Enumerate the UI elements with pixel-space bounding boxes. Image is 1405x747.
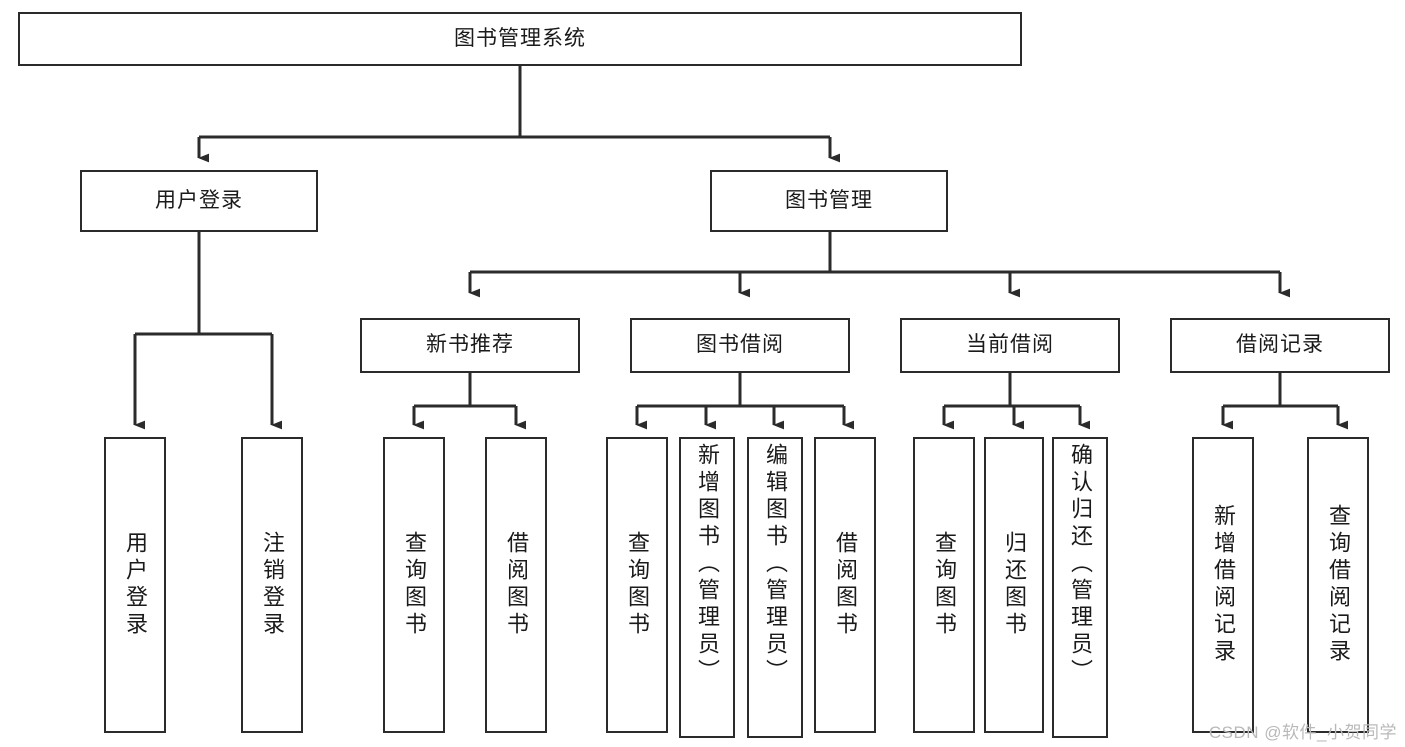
node-book-borrowing[interactable]: 图书借阅 — [630, 318, 850, 373]
node-label: 当前借阅 — [966, 333, 1054, 357]
node-label: 用户登录 — [155, 188, 243, 212]
node-label: 新增图书（管理员） — [695, 443, 720, 686]
leaf-confirm-return-admin[interactable]: 确认归还（管理员） — [1052, 437, 1108, 738]
node-label: 图书管理 — [785, 188, 873, 212]
node-label: 查询图书 — [932, 531, 957, 639]
node-book-management[interactable]: 图书管理 — [710, 170, 948, 232]
leaf-query-book-recommend[interactable]: 查询图书 — [383, 437, 445, 733]
node-label: 用户登录 — [123, 531, 148, 639]
leaf-add-book-admin[interactable]: 新增图书（管理员） — [679, 437, 735, 738]
node-new-book-recommendation[interactable]: 新书推荐 — [360, 318, 580, 373]
node-label: 图书管理系统 — [454, 26, 586, 50]
node-label: 查询图书 — [402, 531, 427, 639]
node-label: 借阅图书 — [504, 531, 529, 639]
node-label: 查询借阅记录 — [1326, 504, 1351, 666]
node-label: 新增借阅记录 — [1211, 504, 1236, 666]
node-user-login[interactable]: 用户登录 — [80, 170, 318, 232]
leaf-query-book-current[interactable]: 查询图书 — [913, 437, 975, 733]
node-label: 图书借阅 — [696, 333, 784, 357]
leaf-return-book[interactable]: 归还图书 — [984, 437, 1044, 733]
node-borrowing-record[interactable]: 借阅记录 — [1170, 318, 1390, 373]
node-label: 确认归还（管理员） — [1068, 443, 1093, 686]
node-label: 注销登录 — [260, 531, 285, 639]
leaf-edit-book-admin[interactable]: 编辑图书（管理员） — [747, 437, 803, 738]
node-label: 借阅记录 — [1236, 333, 1324, 357]
leaf-query-borrow-record[interactable]: 查询借阅记录 — [1307, 437, 1369, 733]
leaf-logout[interactable]: 注销登录 — [241, 437, 303, 733]
node-current-borrowing[interactable]: 当前借阅 — [900, 318, 1120, 373]
node-label: 归还图书 — [1002, 531, 1027, 639]
leaf-user-login[interactable]: 用户登录 — [104, 437, 166, 733]
node-label: 编辑图书（管理员） — [763, 443, 788, 686]
node-label: 查询图书 — [625, 531, 650, 639]
node-label: 新书推荐 — [426, 333, 514, 357]
leaf-query-book-borrow[interactable]: 查询图书 — [606, 437, 668, 733]
node-root-library-system[interactable]: 图书管理系统 — [18, 12, 1022, 66]
node-label: 借阅图书 — [833, 531, 858, 639]
leaf-borrow-book[interactable]: 借阅图书 — [814, 437, 876, 733]
leaf-add-borrow-record[interactable]: 新增借阅记录 — [1192, 437, 1254, 733]
leaf-borrow-book-recommend[interactable]: 借阅图书 — [485, 437, 547, 733]
